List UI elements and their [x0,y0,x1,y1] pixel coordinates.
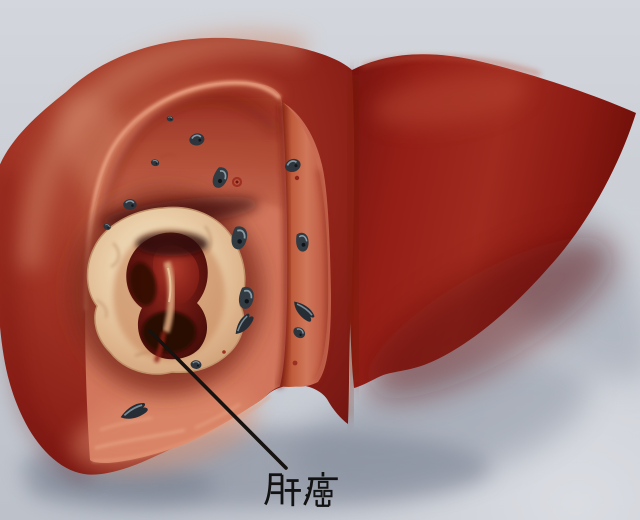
bottom-lip-highlight [91,395,271,463]
tumor [69,189,263,395]
fold-shadow-line [276,103,289,389]
floor-scratch [94,428,186,450]
glyph-stroke [306,486,312,492]
red-smear [159,152,177,160]
glyph-stroke [264,474,272,506]
red-dot [294,175,300,181]
right-lobe-rim-light [361,55,541,76]
glyph-stroke [323,489,333,498]
label-liver-cancer [264,472,338,507]
rim-highlight [84,80,282,311]
glyph-stroke [317,480,329,489]
strip-edge-shade [314,169,331,384]
red-ring-center [235,180,239,184]
glyph-stroke [313,489,323,498]
glyph-stroke [305,493,310,499]
cavity-ridge-highlight [167,267,172,303]
vessel-specks [102,115,317,423]
red-ring-speck [231,176,243,188]
right-lobe-shading [366,237,614,399]
floor-scratch [99,417,153,431]
glyph-stroke [303,478,314,506]
cavity-pale-ridge [162,260,175,333]
cavity-red-nodule [152,245,200,305]
floor-scratch [194,402,241,430]
cavity-red-streak [153,331,167,363]
tumor-crack [110,242,120,268]
pointer-line [148,329,288,470]
liver-right-lobe [347,54,636,399]
cavity-dark-hole-left [129,262,157,306]
tumor-crack [95,299,108,319]
cut-floor-light [71,387,259,473]
left-lobe-right-crease [346,71,355,421]
left-lobe-edge-shadow [0,169,92,480]
red-dot [222,350,226,354]
cavity-top-shadow [136,232,208,256]
red-dot [292,360,298,366]
right-lobe-highlight [372,73,528,127]
left-lobe-band-highlight [18,30,309,269]
